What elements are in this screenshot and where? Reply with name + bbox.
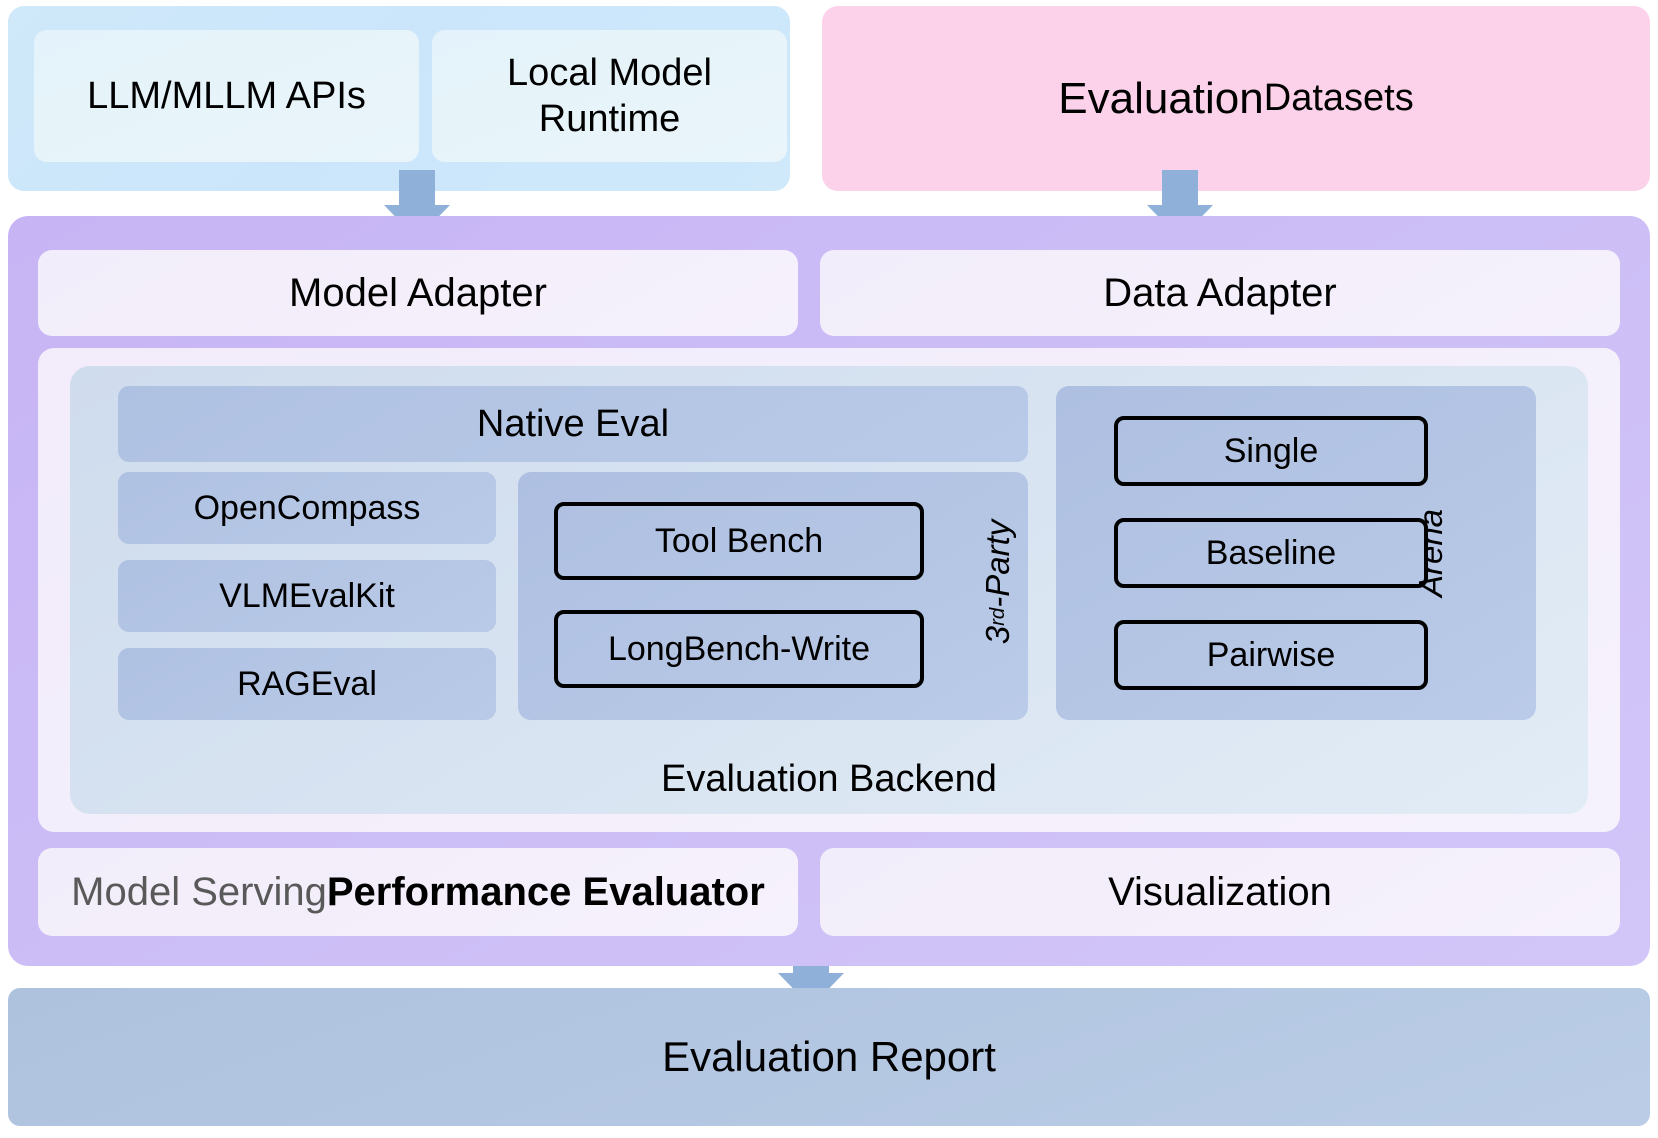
evaluation-datasets-label-primary: Evaluation [1058,73,1264,123]
arena-group: Single Baseline Pairwise Arena [1056,386,1536,720]
performance-evaluator-label: Performance Evaluator [326,869,765,914]
local-model-runtime-card[interactable]: Local Model Runtime [432,30,787,162]
third-party-label-suffix: -Party [979,519,1016,608]
arena-single-label: Single [1223,431,1319,470]
arena-pairwise-box[interactable]: Pairwise [1114,620,1428,690]
opencompass-label: OpenCompass [193,488,421,527]
evaluation-backend-caption-label: Evaluation Backend [661,757,997,800]
visualization-label: Visualization [1108,869,1332,914]
arrow-stem [1162,170,1198,208]
arena-baseline-label: Baseline [1205,533,1337,572]
longbench-write-label: LongBench-Write [607,629,871,668]
arena-label: Arena [1412,508,1449,598]
visualization-card[interactable]: Visualization [820,848,1620,936]
llm-mllm-apis-card[interactable]: LLM/MLLM APIs [34,30,419,162]
tool-bench-label: Tool Bench [654,521,824,560]
evaluation-framework-container: Model Adapter Data Adapter Native Eval O… [8,216,1650,966]
arena-single-box[interactable]: Single [1114,416,1428,486]
llm-mllm-apis-label: LLM/MLLM APIs [87,74,366,117]
evaluation-datasets-panel[interactable]: Evaluation Datasets [822,6,1650,191]
tool-bench-box[interactable]: Tool Bench [554,502,924,580]
native-eval-label: Native Eval [476,402,670,445]
arrow-stem [399,170,435,208]
native-eval-bar[interactable]: Native Eval [118,386,1028,462]
evaluation-datasets-label-secondary: Datasets [1263,77,1414,119]
arena-baseline-box[interactable]: Baseline [1114,518,1428,588]
third-party-label-sup: rd [986,607,1009,626]
evaluation-backend-outer: Native Eval OpenCompass VLMEvalKit RAGEv… [38,348,1620,832]
rageval-label: RAGEval [237,664,377,703]
model-adapter-label: Model Adapter [289,270,547,315]
vlmevalkit-chip[interactable]: VLMEvalKit [118,560,496,632]
rageval-chip[interactable]: RAGEval [118,648,496,720]
longbench-write-box[interactable]: LongBench-Write [554,610,924,688]
performance-evaluator-card[interactable]: Model Serving Performance Evaluator [38,848,798,936]
model-sources-panel: LLM/MLLM APIs Local Model Runtime [8,6,790,191]
model-serving-label: Model Serving [71,869,327,914]
third-party-label-prefix: 3 [979,625,1016,645]
evaluation-backend-inner: Native Eval OpenCompass VLMEvalKit RAGEv… [70,366,1588,814]
model-adapter-card[interactable]: Model Adapter [38,250,798,336]
arena-pairwise-label: Pairwise [1206,635,1336,674]
evaluation-report-label: Evaluation Report [662,1033,996,1080]
data-adapter-card[interactable]: Data Adapter [820,250,1620,336]
local-model-runtime-label: Local Model Runtime [507,51,712,140]
vlmevalkit-label: VLMEvalKit [219,576,395,615]
evaluation-backend-caption: Evaluation Backend [70,754,1588,804]
data-adapter-label: Data Adapter [1103,270,1337,315]
opencompass-chip[interactable]: OpenCompass [118,472,496,544]
evaluation-report-bar[interactable]: Evaluation Report [8,988,1650,1126]
